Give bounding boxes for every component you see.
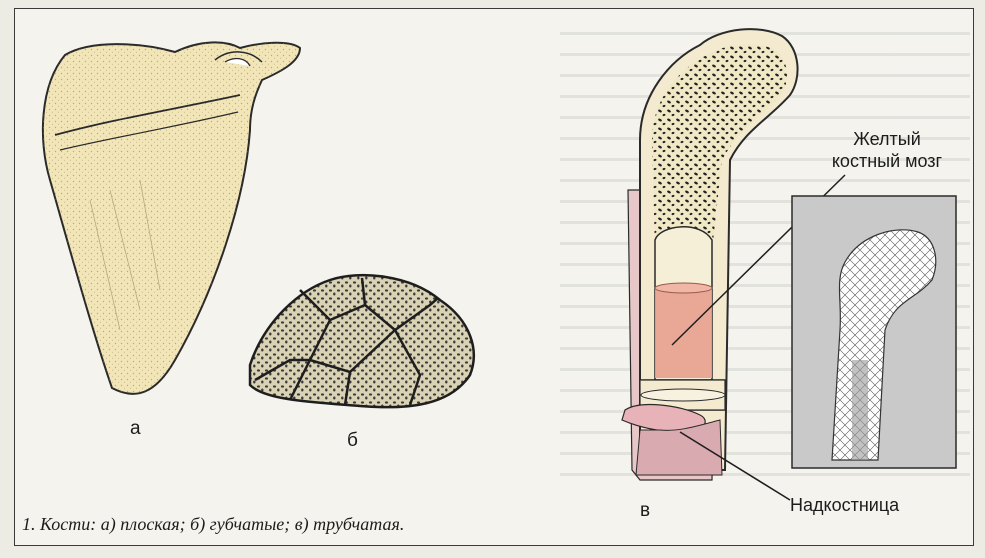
annotation-yellow-marrow-line1: Желтый: [812, 128, 962, 150]
annotation-periosteum: Надкостница: [790, 494, 899, 516]
figure-caption: 1. Кости: а) плоская; б) губчатые; в) тр…: [22, 514, 404, 535]
annotation-yellow-marrow: Желтый костный мозг: [812, 128, 962, 172]
label-tubular-bone: в: [640, 500, 650, 522]
annotation-yellow-marrow-line2: костный мозг: [812, 150, 962, 172]
label-spongy-bones: б: [347, 430, 358, 452]
spongy-bones-cluster: [250, 275, 474, 407]
label-flat-bone: а: [130, 418, 141, 440]
xray-inset: [792, 196, 956, 468]
